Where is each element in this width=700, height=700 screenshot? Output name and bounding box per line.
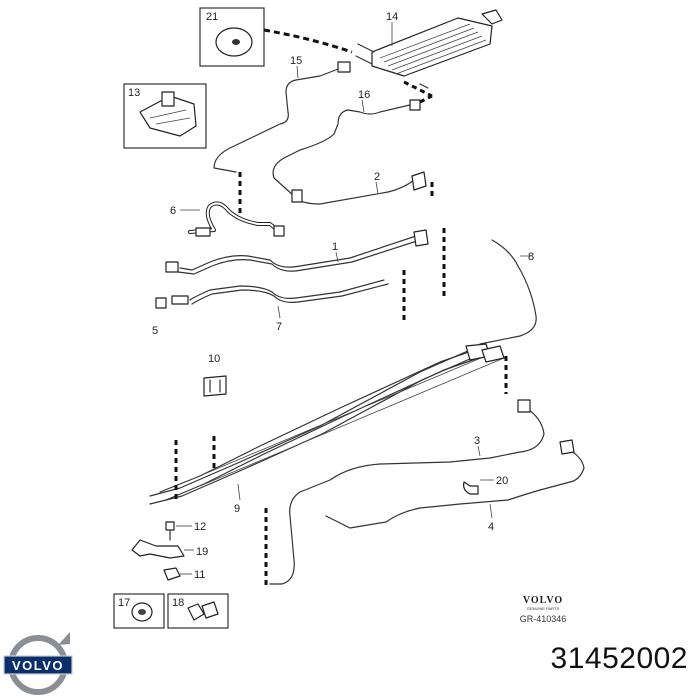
pipe-1: 1 <box>165 228 446 298</box>
callout-8: 8 <box>528 251 534 263</box>
callout-1: 1 <box>332 241 338 253</box>
callout-5: 5 <box>152 325 158 337</box>
part-12-bolt: 12 <box>165 521 206 541</box>
volvo-logo: VOLVO <box>3 632 73 695</box>
inset-box-18: 18 <box>167 593 229 629</box>
part-11-nut: 11 <box>163 567 205 581</box>
callout-18: 18 <box>172 597 184 609</box>
callout-7: 7 <box>276 321 282 333</box>
part-10-clip: 10 <box>203 353 227 397</box>
callout-3: 3 <box>474 435 480 447</box>
part-20-clip: 20 <box>463 475 508 495</box>
callout-15: 15 <box>290 55 302 67</box>
callout-13: 13 <box>128 87 140 99</box>
callout-6: 6 <box>170 205 176 217</box>
callout-10: 10 <box>208 353 220 365</box>
inset-box-13: 13 <box>123 83 207 149</box>
pipe-3: 3 <box>264 399 545 586</box>
arrow-21-to-14 <box>263 28 353 54</box>
pipe-8: 8 <box>479 239 537 345</box>
part-14-cooler: 14 <box>355 9 503 98</box>
inset-box-21: 21 <box>199 7 265 67</box>
callout-20: 20 <box>496 475 508 487</box>
stamp-brand: VOLVO <box>523 595 563 606</box>
logo-arrow-icon <box>58 632 70 645</box>
pipe-15: 15 <box>213 55 351 216</box>
volvo-parts-stamp: VOLVO GENUINE PARTS GR-410346 <box>520 595 567 624</box>
part-number: 31452002 <box>550 642 688 675</box>
pipe-4: 4 <box>325 439 585 533</box>
pipe-2: 2 <box>291 171 434 205</box>
pipe-bundle-9: 9 <box>149 343 508 515</box>
callout-9: 9 <box>234 503 240 515</box>
callout-2: 2 <box>374 171 380 183</box>
callout-17: 17 <box>118 597 130 609</box>
part-19-bracket: 19 <box>131 539 208 559</box>
stamp-subtitle: GENUINE PARTS <box>527 606 560 611</box>
stamp-ref: GR-410346 <box>520 614 567 624</box>
inset-box-17: 17 <box>113 593 165 629</box>
callout-14: 14 <box>386 11 398 23</box>
callout-21: 21 <box>206 11 218 23</box>
pipe-7: 7 5 <box>152 270 406 337</box>
callout-16: 16 <box>358 89 370 101</box>
callout-11: 11 <box>194 569 205 581</box>
callout-12: 12 <box>194 521 206 533</box>
pipe-16: 16 <box>272 89 433 197</box>
callout-4: 4 <box>488 521 494 533</box>
callout-19: 19 <box>196 546 208 558</box>
part-6-hose: 6 <box>170 201 285 237</box>
logo-brand-text: VOLVO <box>12 658 64 673</box>
